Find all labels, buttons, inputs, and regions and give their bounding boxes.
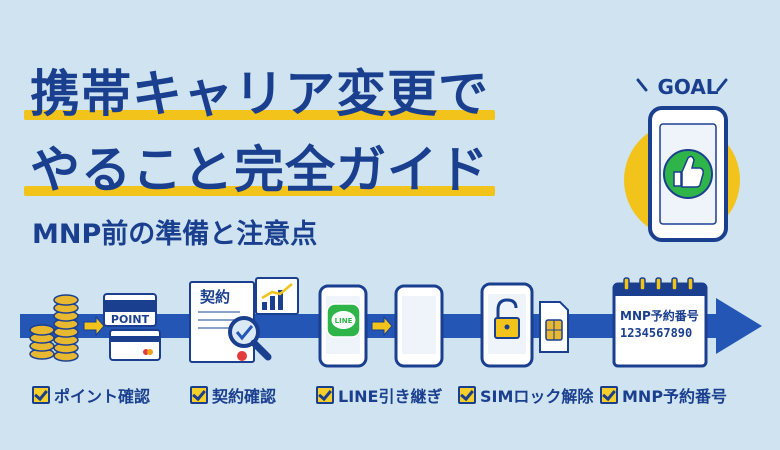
title-line-2: やること完全ガイド: [24, 140, 495, 200]
title-text-2: やること完全ガイド: [30, 141, 489, 199]
goal-label: GOAL: [657, 75, 718, 99]
checkbox-icon: [458, 386, 476, 404]
coins-point-card-icon: POINT: [29, 293, 161, 362]
line-transfer-icon: LINE: [318, 284, 444, 368]
step-label-sim: SIMロック解除: [458, 383, 593, 407]
step-text-mnp: MNP予約番号: [622, 387, 728, 406]
step-text-sim: SIMロック解除: [480, 387, 594, 406]
step-label-line: LINE引き継ぎ: [316, 383, 442, 407]
checkbox-icon: [600, 386, 618, 404]
contract-doc-text: 契約: [199, 288, 230, 306]
thumbs-up-icon: [663, 149, 713, 199]
mnp-card-number: 1234567890: [620, 326, 692, 340]
goal-illustration: GOAL: [624, 75, 740, 242]
checkbox-icon: [32, 386, 50, 404]
title-text-1: 携帯キャリア変更で: [30, 65, 489, 123]
mnp-card-title: MNP予約番号: [620, 308, 699, 323]
title-line-1: 携帯キャリア変更で: [24, 64, 495, 124]
checkbox-icon: [316, 386, 334, 404]
point-card-text: POINT: [111, 313, 150, 326]
subtitle: MNP前の準備と注意点: [32, 219, 318, 250]
checkbox-icon: [190, 386, 208, 404]
step-text-points: ポイント確認: [54, 387, 151, 406]
step-text-line: LINE引き継ぎ: [338, 387, 443, 406]
contract-magnifier-icon: 契約: [189, 277, 299, 363]
step-label-points: ポイント確認: [32, 383, 150, 407]
sim-unlock-icon: [480, 282, 569, 368]
step-label-contract: 契約確認: [190, 383, 276, 407]
line-app-text: LINE: [335, 317, 353, 325]
calendar-number-icon: MNP予約番号 1234567890: [612, 277, 708, 368]
step-text-contract: 契約確認: [212, 387, 277, 406]
step-label-mnp: MNP予約番号: [600, 383, 727, 407]
